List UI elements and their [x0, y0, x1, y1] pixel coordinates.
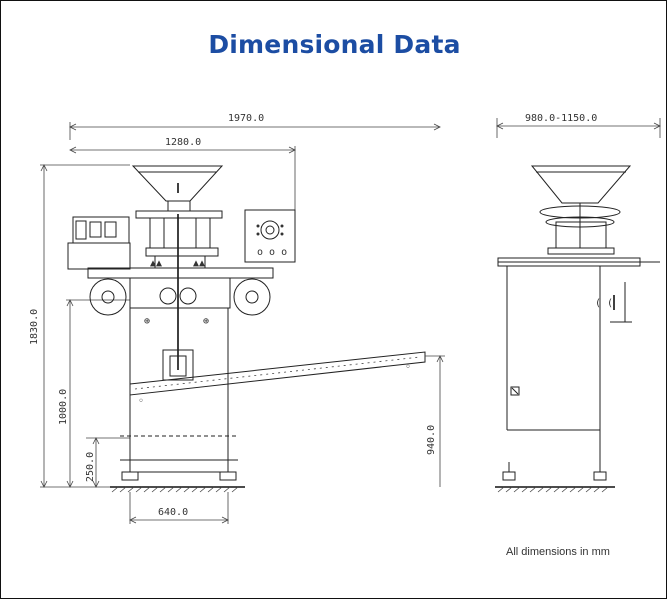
side-base: [495, 462, 615, 493]
svg-text:◦: ◦: [138, 396, 144, 407]
front-chute: ◦ ◦ 940.0: [129, 351, 445, 487]
body-width-label: 1280.0: [165, 137, 201, 148]
front-view: 1970.0 1280.0 1830.0 1000.0 25: [29, 113, 445, 524]
front-hopper: ▲▲ ▲▲: [131, 165, 224, 370]
svg-text:⊕: ⊕: [144, 316, 150, 327]
svg-text:▲▲: ▲▲: [193, 258, 205, 269]
base-width-dimension: 640.0: [129, 492, 229, 524]
base-height-label: 250.0: [85, 452, 96, 482]
side-view: 980.0-1150.0 ( (: [495, 113, 661, 493]
side-width-dimension: 980.0-1150.0: [496, 113, 661, 138]
side-table: ( (: [497, 257, 660, 472]
front-control-panel: o o o: [244, 209, 296, 263]
overall-width-label: 1970.0: [228, 113, 264, 124]
front-cabinet: [110, 308, 245, 493]
side-hopper: [530, 165, 632, 255]
table-height-label: 1000.0: [58, 389, 69, 425]
svg-text:⊕: ⊕: [203, 316, 209, 327]
svg-text:( (: ( (: [595, 298, 613, 309]
height-dimensions: 1830.0 1000.0 250.0: [29, 164, 130, 488]
svg-text:▲▲: ▲▲: [150, 258, 162, 269]
overall-height-label: 1830.0: [29, 309, 40, 345]
front-table: ⊕ ⊕: [87, 267, 274, 327]
units-note: All dimensions in mm: [506, 546, 610, 558]
front-control-box: [67, 216, 131, 270]
svg-text:◦: ◦: [405, 362, 411, 373]
svg-text:o o o: o o o: [257, 247, 287, 258]
overall-width-dimension: 1970.0: [69, 113, 441, 140]
base-width-label: 640.0: [158, 507, 188, 518]
outlet-height-label: 940.0: [426, 425, 437, 455]
page-title: Dimensional Data: [208, 30, 461, 59]
side-width-label: 980.0-1150.0: [525, 113, 597, 124]
